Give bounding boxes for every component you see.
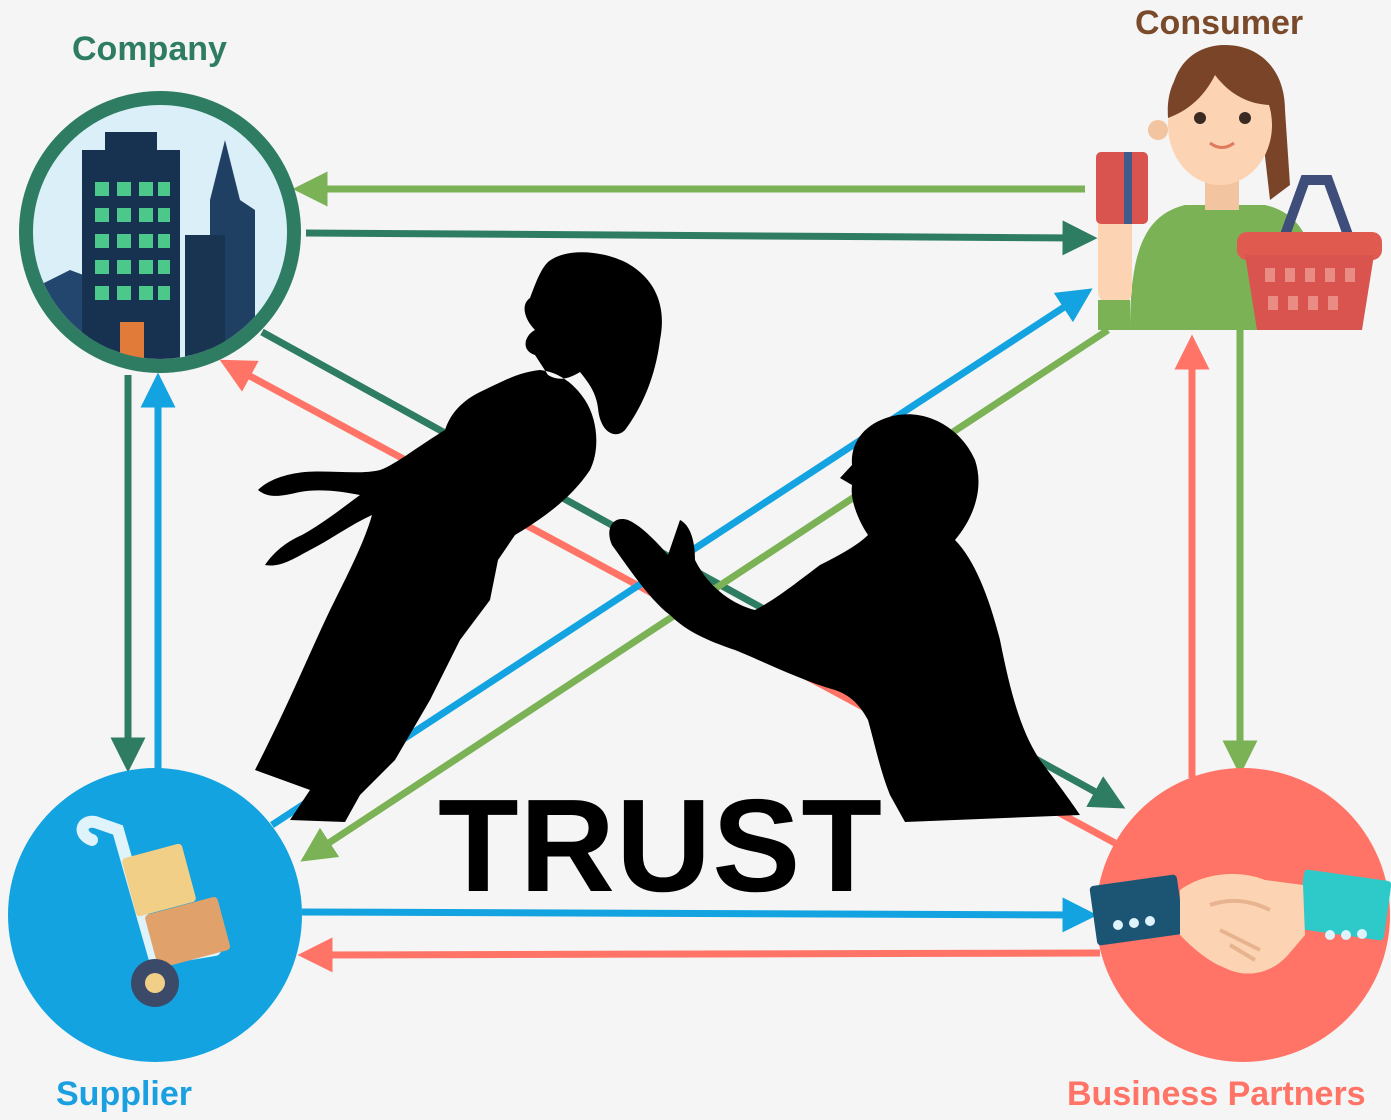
supplier-label: Supplier (56, 1075, 193, 1113)
arrow-partners-to-supplier (297, 937, 1101, 973)
buildings-icon (33, 132, 255, 359)
woman-silhouette (255, 252, 662, 823)
arrow-company-to-consumer (305, 220, 1098, 256)
business-partners-label: Business Partners (1067, 1075, 1366, 1113)
trust-fall-silhouette (255, 252, 1080, 823)
handshake-icon (1089, 869, 1391, 974)
consumer-icon (1096, 45, 1382, 330)
consumer-label: Consumer (1135, 4, 1304, 42)
hand-truck-icon (76, 815, 231, 1007)
company-node (19, 91, 301, 373)
supplier-node (8, 768, 302, 1062)
arrow-supplier-to-partners (301, 897, 1098, 933)
man-silhouette (609, 414, 1080, 822)
partners-node (1089, 768, 1391, 1062)
consumer-node (1096, 45, 1382, 330)
trust-title: TRUST (438, 772, 883, 919)
company-label: Company (72, 30, 227, 68)
